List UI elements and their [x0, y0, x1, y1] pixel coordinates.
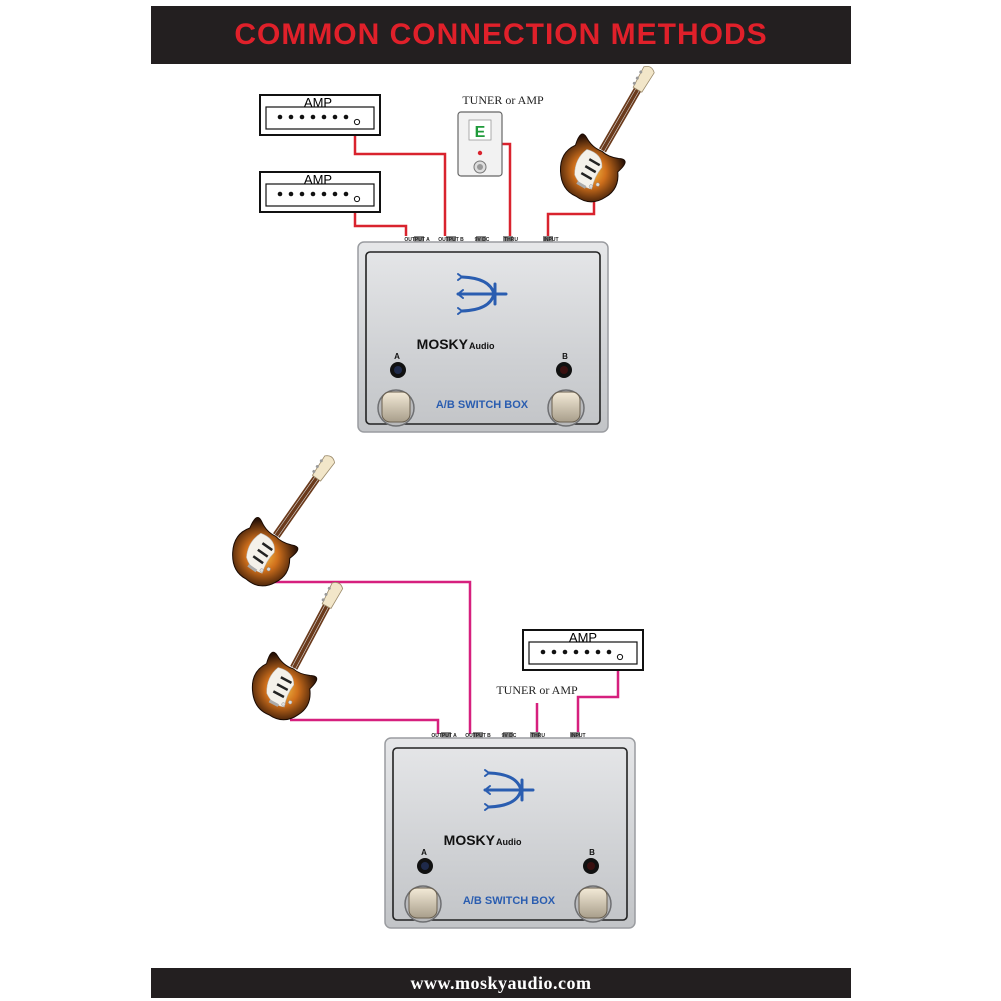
pedal-brand-suffix: Audio — [496, 837, 522, 847]
tuner-label: TUNER or AMP — [462, 93, 544, 107]
jack-label-output-a: OUTPUT A — [404, 237, 430, 243]
tuner-display: E — [475, 124, 486, 141]
jack-label-9v: 9V DC — [475, 237, 490, 243]
page-title: COMMON CONNECTION METHODS — [234, 18, 768, 51]
cables-bottom — [268, 580, 620, 734]
cables-top — [353, 130, 596, 236]
jack-label-input: INPUT — [544, 237, 559, 243]
pedal-model: A/B SWITCH BOX — [463, 895, 556, 907]
tuner-label: TUNER or AMP — [496, 683, 578, 697]
jack-label-output-b: OUTPUT B — [438, 237, 464, 243]
jack-label-output-b: OUTPUT B — [465, 733, 491, 739]
footer-banner: www.moskyaudio.com — [151, 968, 851, 998]
guitar-bottom-1 — [219, 438, 357, 597]
jack-label-thru: THRU — [531, 733, 545, 739]
jack-label-thru: THRU — [504, 237, 518, 243]
switch-b-label: B — [589, 848, 595, 857]
switch-a-label: A — [394, 352, 400, 361]
pedal-bottom-labels: OUTPUT A OUTPUT B 9V DC THRU INPUT MOSKY… — [421, 733, 595, 907]
switch-a-label: A — [421, 848, 427, 857]
title-banner: COMMON CONNECTION METHODS — [151, 6, 851, 64]
jack-label-9v: 9V DC — [502, 733, 517, 739]
jack-label-output-a: OUTPUT A — [431, 733, 457, 739]
amp-label: AMP — [569, 630, 597, 645]
pedal-model: A/B SWITCH BOX — [436, 399, 529, 411]
guitar-bottom-2 — [240, 568, 366, 730]
jack-label-input: INPUT — [571, 733, 586, 739]
switch-b-label: B — [562, 352, 568, 361]
pedal-brand-suffix: Audio — [469, 341, 495, 351]
amp-label: AMP — [304, 95, 332, 110]
tuner-icon — [457, 111, 503, 177]
pedal-brand: MOSKY — [444, 832, 496, 848]
guitar-top — [548, 51, 677, 212]
amp-label: AMP — [304, 172, 332, 187]
pedal-top-labels: OUTPUT A OUTPUT B 9V DC THRU INPUT MOSKY… — [394, 237, 568, 411]
pedal-brand: MOSKY — [417, 336, 469, 352]
website-url: www.moskyaudio.com — [410, 972, 592, 993]
